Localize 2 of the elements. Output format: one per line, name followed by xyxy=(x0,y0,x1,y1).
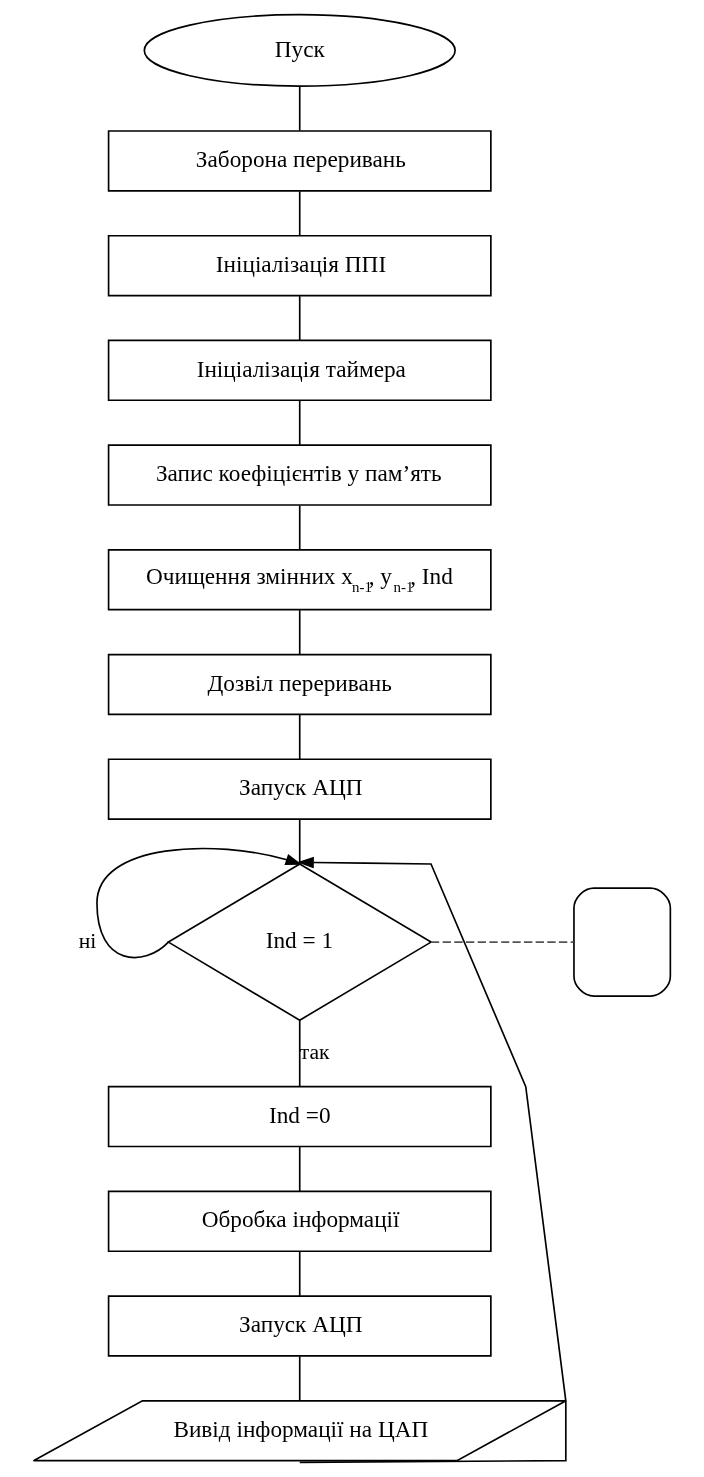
edge-label: ні xyxy=(78,928,97,953)
edge-label: так xyxy=(299,1040,330,1065)
